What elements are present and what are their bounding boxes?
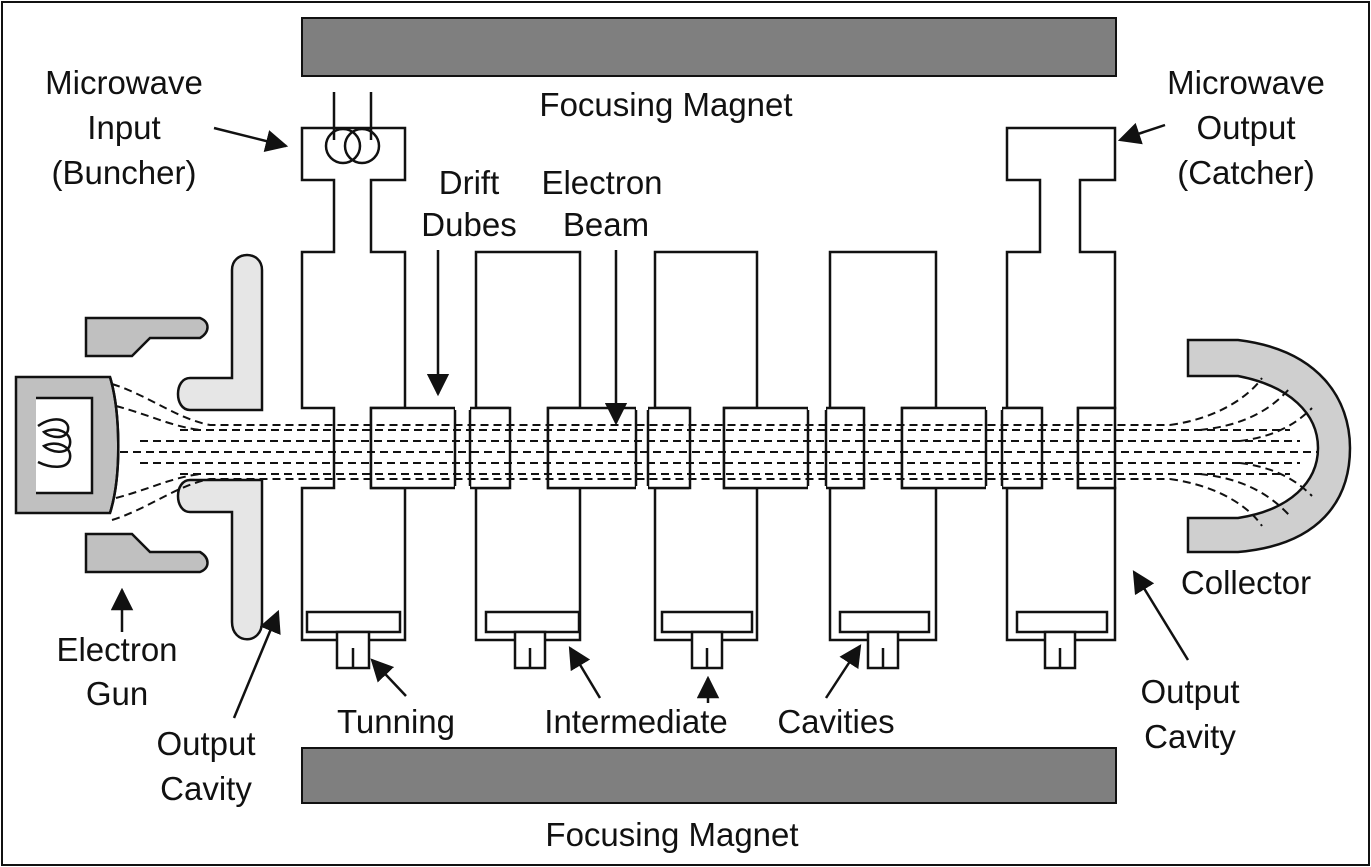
drift-tube [1076,406,1117,490]
label-output-cavity-left-line1: Output [156,725,255,762]
label-microwave-input-line2: Input [87,109,160,146]
gun-focus-electrode-top [84,316,209,358]
label-tunning: Tunning [337,703,455,740]
annotation-arrows [110,122,1190,719]
label-microwave-output-line1: Microwave [1167,64,1325,101]
label-intermediate: Intermediate [544,703,727,740]
label-collector: Collector [1181,564,1311,601]
label-electron-gun-line1: Electron [56,631,177,668]
input-coupling-loop-icon [324,92,381,165]
arrow-microwave-output [1117,122,1166,145]
drift-tube [722,406,810,490]
drift-tube [824,406,866,490]
label-microwave-output-line3: (Catcher) [1177,154,1315,191]
anode-top [176,253,264,412]
arrow-cavities [824,644,862,699]
focusing-magnet-bottom [301,747,1117,804]
focusing-magnet-top [301,17,1117,77]
label-microwave-output-line2: Output [1196,109,1295,146]
label-focusing-magnet-top: Focusing Magnet [539,86,792,123]
arrow-output-cavity-right [1132,570,1190,661]
tuning-plungers [305,610,1109,670]
label-electron-beam-line2: Beam [563,206,649,243]
electron-gun [14,316,209,574]
drift-tubes [369,406,1117,490]
label-drift-tubes-line1: Drift [439,164,500,201]
label-focusing-magnet-bottom: Focusing Magnet [545,816,798,853]
drift-tube [1000,406,1044,490]
drift-tube [468,406,512,490]
gun-focus-electrode-bottom [84,532,209,574]
drift-tube [546,406,638,490]
collector [1186,338,1352,554]
label-electron-gun-line2: Gun [86,675,148,712]
electron-beam [111,377,1318,527]
drift-tube [900,406,988,490]
arrow-output-cavity-left [232,609,281,719]
drift-tube [646,406,692,490]
arrow-microwave-input [213,126,289,153]
label-output-cavity-left-line2: Cavity [160,770,252,807]
label-drift-tubes-line2: Dubes [421,206,516,243]
drift-tube [369,406,457,490]
label-electron-beam-line1: Electron [541,164,662,201]
arrow-tunning [370,658,407,697]
cavity-input [300,126,407,642]
arrow-intermediate-left [568,646,602,699]
tuning-plunger [484,610,581,670]
heater-coil-icon [37,418,72,468]
label-cavities: Cavities [777,703,894,740]
tuning-plunger [1015,610,1109,670]
tuning-plunger [660,610,754,670]
tuning-plunger [305,610,402,670]
label-output-cavity-right-line1: Output [1140,673,1239,710]
label-microwave-input-line1: Microwave [45,64,203,101]
tuning-plunger [838,610,931,670]
cavity-output [1005,126,1117,642]
label-output-cavity-right-line2: Cavity [1144,718,1236,755]
label-microwave-input-line3: (Buncher) [52,154,197,191]
